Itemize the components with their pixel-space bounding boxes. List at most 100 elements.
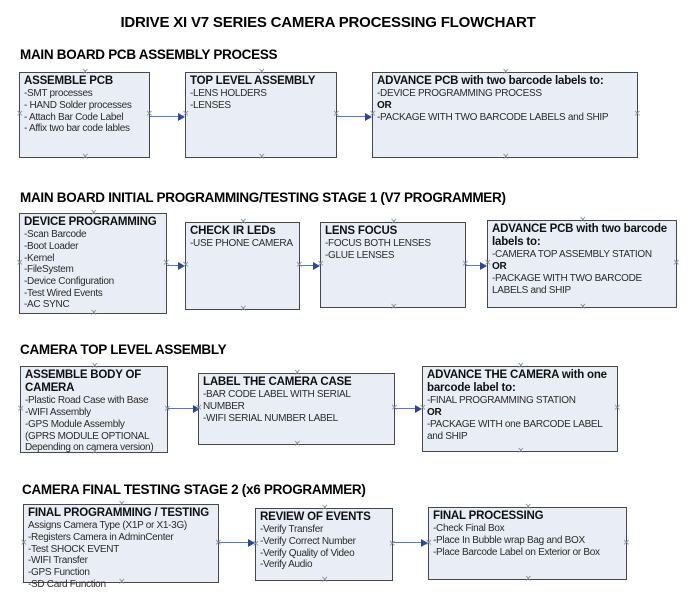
- connection-point-icon: ×: [579, 302, 587, 312]
- arrow-line: [393, 542, 424, 543]
- box-line: -PACKAGE WITH one BARCODE LABEL and SHIP: [427, 418, 603, 442]
- box-line: -LENSES: [190, 99, 231, 111]
- box-label-the-camera-case: LABEL THE CAMERA CASE -BAR CODE LABEL WI…: [195, 369, 398, 449]
- box-line: -FileSystem: [24, 264, 74, 276]
- box-line: -FINAL PROGRAMMING STATION: [427, 395, 576, 407]
- box-line: - Affix two bar code lables: [24, 123, 130, 135]
- flow-arrow: [168, 404, 200, 414]
- box-line: -PACKAGE WITH TWO BARCODE LABELS and SHI…: [492, 272, 642, 296]
- box-line: -AC SYNC: [24, 299, 70, 311]
- box-line: -Scan Barcode: [24, 229, 87, 241]
- connection-point-icon: ×: [390, 302, 398, 312]
- flow-arrow: [395, 404, 422, 414]
- connection-point-icon: ×: [239, 304, 248, 314]
- box-device-programming: DEVICE PROGRAMMING -Scan Barcode-Boot Lo…: [16, 209, 170, 318]
- box-line: (GPRS MODULE OPTIONAL: [25, 430, 150, 442]
- arrow-line: [167, 265, 181, 266]
- box-title: REVIEW OF EVENTS: [260, 511, 371, 523]
- connection-point-icon: ×: [293, 439, 302, 449]
- arrow-line: [150, 116, 181, 117]
- section-heading-camera-top-assembly: CAMERA TOP LEVEL ASSEMBLY: [20, 342, 227, 357]
- page-title: IDRIVE XI V7 SERIES CAMERA PROCESSING FL…: [120, 14, 536, 31]
- box-lines: -Plastic Road Case with Base-WIFI Assemb…: [21, 395, 167, 453]
- section-heading-initial-programming: MAIN BOARD INITIAL PROGRAMMING/TESTING S…: [20, 190, 506, 205]
- flow-arrow: [466, 261, 487, 271]
- arrow-head-icon: [421, 539, 428, 547]
- box-final-programming-testing: FINAL PROGRAMMING / TESTING Assigns Came…: [20, 500, 222, 590]
- box-advance-pcb-two-labels: ADVANCE PCB with two barcode labels to: …: [369, 68, 641, 162]
- box-line: -WIFI Transfer: [28, 555, 88, 567]
- box-line: -GPS Module Assembly: [25, 418, 125, 430]
- box-line: -Kernel: [24, 252, 55, 264]
- box-line: -Test Wired Events: [24, 287, 103, 299]
- box-line: Assigns Camera Type (X1P or X1-3G): [28, 520, 187, 532]
- box-lines: -BAR CODE LABEL WITH SERIAL NUMBER-WIFI …: [199, 389, 394, 424]
- box-title: LABEL THE CAMERA CASE: [203, 376, 352, 388]
- box-line: -Boot Loader: [24, 240, 79, 252]
- box-line: -GLUE LENSES: [325, 249, 395, 261]
- arrow-head-icon: [365, 113, 372, 121]
- arrow-line: [300, 265, 316, 266]
- box-title: DEVICE PROGRAMMING: [24, 216, 157, 228]
- box-line: -LENS HOLDERS: [190, 88, 267, 100]
- box-line: -Plastic Road Case with Base: [25, 395, 149, 407]
- box-lines: -Scan Barcode-Boot Loader-Kernel-FileSys…: [20, 229, 166, 311]
- connection-point-icon: ×: [517, 446, 525, 456]
- box-line: -Place In Bubble wrap Bag and BOX: [433, 534, 585, 546]
- connection-point-icon: ×: [258, 152, 266, 162]
- box-lines: -LENS HOLDERS-LENSES: [186, 88, 336, 111]
- section-heading-final-testing: CAMERA FINAL TESTING STAGE 2 (x6 PROGRAM…: [22, 482, 366, 497]
- connection-point-icon: ×: [502, 152, 510, 162]
- box-title: FINAL PROCESSING: [433, 510, 544, 522]
- box-assemble-body-of-camera: ASSEMBLE BODY OF CAMERA -Plastic Road Ca…: [17, 362, 171, 457]
- box-line: OR: [427, 407, 442, 419]
- box-line: -BAR CODE LABEL WITH SERIAL NUMBER: [203, 389, 351, 412]
- box-line: -WIFI Assembly: [25, 407, 91, 419]
- box-line: -FOCUS BOTH LENSES: [325, 238, 431, 250]
- box-line: -Registers Camera in AdminCenter: [28, 531, 174, 543]
- arrow-line: [168, 408, 196, 409]
- box-line: -DEVICE PROGRAMMING PROCESS: [377, 88, 542, 100]
- box-review-of-events: REVIEW OF EVENTS -Verify Transfer-Verify…: [252, 504, 396, 585]
- flow-arrow: [219, 538, 255, 548]
- box-line: -SMT processes: [24, 88, 93, 100]
- box-lines: -Check Final Box-Place In Bubble wrap Ba…: [429, 523, 626, 558]
- box-line: -GPS Function: [28, 566, 90, 578]
- box-line: -Verify Audio: [260, 559, 313, 571]
- box-line: -Place Barcode Label on Exterior or Box: [433, 546, 600, 558]
- section-heading-pcb-assembly: MAIN BOARD PCB ASSEMBLY PROCESS: [20, 47, 278, 62]
- box-title: ADVANCE PCB with two barcode labels to:: [377, 75, 604, 87]
- connection-point-icon: ×: [321, 575, 329, 585]
- box-title: ADVANCE PCB with two barcode labels to:: [492, 223, 668, 249]
- arrow-line: [395, 408, 418, 409]
- arrow-head-icon: [415, 405, 422, 413]
- box-advance-pcb-two-labels-stage1: ADVANCE PCB with two barcode labels to: …: [484, 216, 680, 312]
- arrow-head-icon: [480, 262, 487, 270]
- box-line: -CAMERA TOP ASSEMBLY STATION: [492, 249, 652, 261]
- box-assemble-pcb: ASSEMBLE PCB -SMT processes- HAND Solder…: [16, 68, 153, 162]
- box-title: FINAL PROGRAMMING / TESTING: [28, 507, 209, 519]
- box-line: -PACKAGE WITH TWO BARCODE LABELS and SHI…: [377, 111, 609, 123]
- flow-arrow: [150, 112, 185, 122]
- box-lines: -Verify Transfer-Verify Correct Number-V…: [256, 524, 392, 571]
- box-line: -USE PHONE CAMERA: [190, 238, 293, 250]
- box-title: ADVANCE THE CAMERA with one barcode labe…: [427, 369, 607, 395]
- box-line: -Device Configuration: [24, 275, 114, 287]
- box-line: -SD Card Function: [28, 578, 106, 590]
- box-line: -Test SHOCK EVENT: [28, 543, 120, 555]
- box-title: ASSEMBLE PCB: [24, 75, 113, 87]
- box-title: LENS FOCUS: [325, 225, 398, 237]
- box-top-level-assembly: TOP LEVEL ASSEMBLY -LENS HOLDERS-LENSES …: [182, 68, 340, 162]
- arrow-head-icon: [313, 262, 320, 270]
- connection-point-icon: ×: [524, 574, 533, 584]
- box-title: ASSEMBLE BODY OF CAMERA: [25, 369, 142, 395]
- box-line: Depending on camera version): [25, 442, 154, 454]
- box-lines: -USE PHONE CAMERA: [186, 238, 299, 250]
- box-line: -Verify Transfer: [260, 524, 323, 536]
- box-line: -Check Final Box: [433, 523, 505, 535]
- arrow-head-icon: [178, 262, 185, 270]
- flow-arrow: [167, 261, 185, 271]
- flow-arrow: [300, 261, 320, 271]
